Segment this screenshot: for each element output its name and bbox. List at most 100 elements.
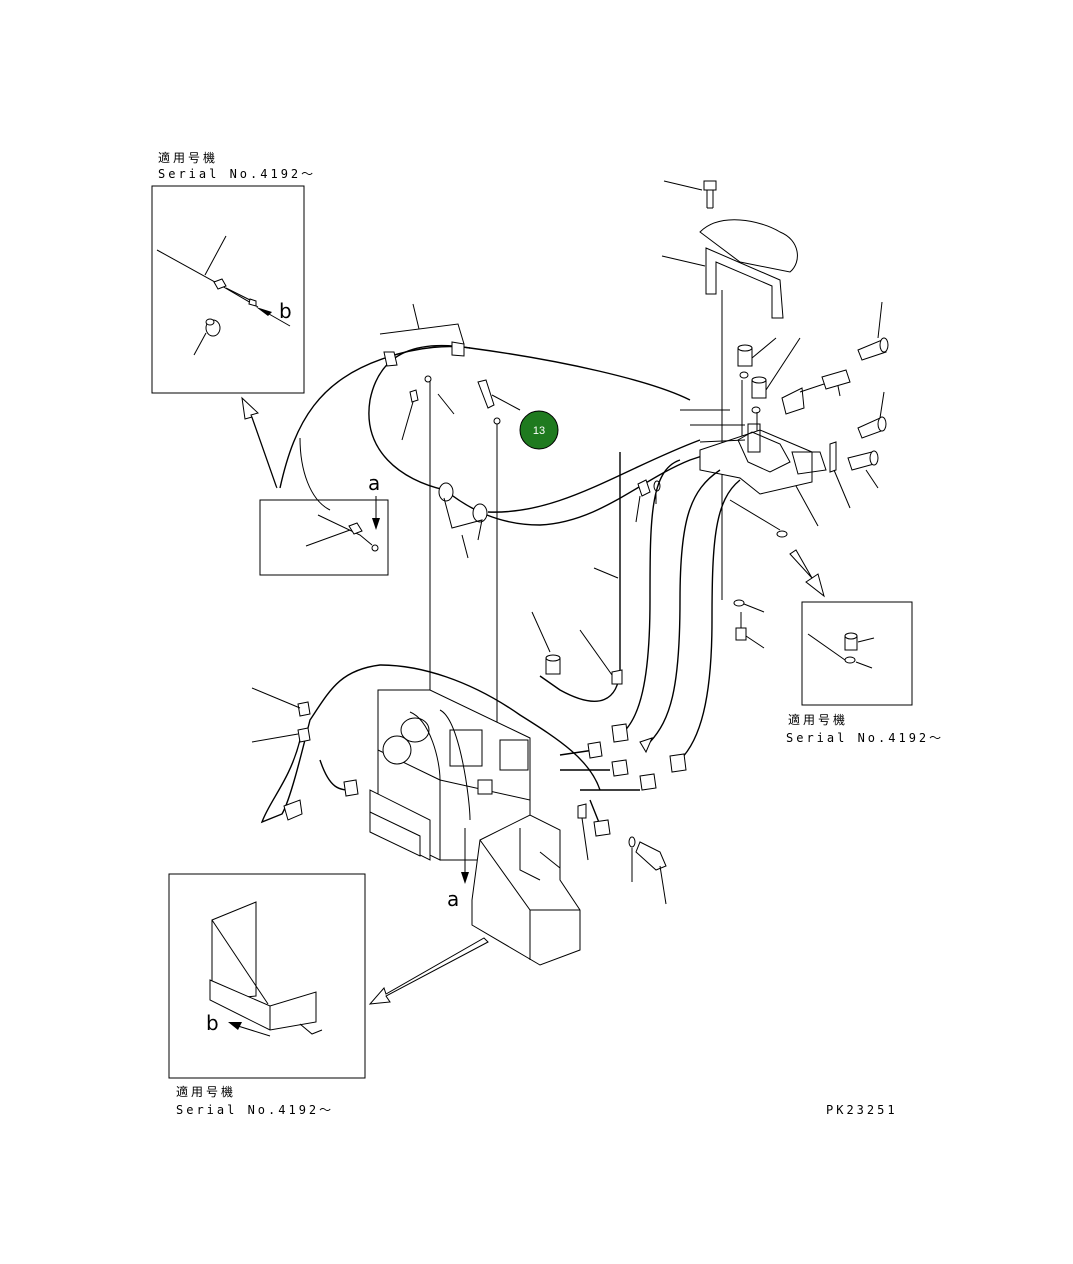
clamp xyxy=(348,522,363,535)
relay xyxy=(400,717,430,743)
leader-line xyxy=(581,817,589,861)
inset-frame xyxy=(168,873,366,1079)
leader-line xyxy=(251,687,301,709)
harness-wire xyxy=(368,344,471,491)
switch-post xyxy=(747,423,761,453)
leader-line xyxy=(833,469,851,509)
arrow-shaft xyxy=(237,1025,271,1037)
leader-line xyxy=(531,611,551,653)
mid-harness xyxy=(531,452,741,773)
duct-base xyxy=(209,979,317,1031)
rod xyxy=(807,633,846,661)
bolt-head xyxy=(877,416,887,432)
connector-tip xyxy=(639,737,653,754)
arrow-head-icon xyxy=(372,518,380,530)
bolt xyxy=(635,841,667,871)
bracket-assembly xyxy=(635,180,889,649)
leader-line xyxy=(837,385,841,397)
clip xyxy=(297,701,311,717)
base-plate xyxy=(699,429,813,495)
washer xyxy=(733,599,745,607)
connector xyxy=(669,753,687,773)
internal-wire xyxy=(439,709,471,821)
inset-top-left-serial: Serial No.4192～ xyxy=(158,167,316,181)
leader-line xyxy=(461,534,469,559)
clip-ring xyxy=(438,482,454,502)
leader-line xyxy=(193,332,207,356)
inset-a: a xyxy=(259,471,389,576)
part-badge[interactable]: 13 xyxy=(519,410,559,450)
angle-bracket xyxy=(705,247,784,319)
duct-bracket xyxy=(519,828,561,881)
harness-wire xyxy=(487,439,701,513)
spacer-top xyxy=(751,376,767,384)
harness-wire xyxy=(679,479,741,761)
connector xyxy=(593,819,611,837)
bracket-small xyxy=(829,441,837,473)
harness-wire xyxy=(619,459,681,736)
washer xyxy=(739,371,749,379)
clip xyxy=(577,803,587,819)
inset-top-left-title: 適用号機 xyxy=(158,150,218,165)
spacer-top xyxy=(737,344,753,352)
inset-frame xyxy=(151,185,305,394)
leader-line xyxy=(743,603,765,613)
leader-line xyxy=(251,733,299,743)
letter-b: b xyxy=(279,299,292,323)
harness-wire xyxy=(559,749,640,826)
clip xyxy=(297,727,311,743)
cover-plate xyxy=(699,219,798,273)
leader-line xyxy=(751,337,777,359)
part-badge-number[interactable]: 13 xyxy=(533,425,545,437)
leader-line xyxy=(437,393,455,415)
rod xyxy=(729,499,781,531)
harness-wire xyxy=(260,664,601,824)
harness-wire xyxy=(299,437,331,511)
hollow-arrow-down xyxy=(789,549,825,598)
leader-line xyxy=(879,391,885,419)
bolt-head xyxy=(869,450,879,466)
connector xyxy=(611,759,629,777)
letter-b-bottom: b xyxy=(206,1011,219,1035)
bolt-shank xyxy=(706,190,714,209)
arrow-head-icon xyxy=(256,307,272,316)
relay xyxy=(382,735,412,765)
switch-body xyxy=(737,431,791,473)
bolt xyxy=(821,369,851,390)
bolt-head xyxy=(703,180,717,191)
leader-line xyxy=(412,303,420,330)
inset-right: 適用号機 Serial No.4192～ xyxy=(786,601,941,745)
spacer-top xyxy=(205,318,215,326)
arrow-head-icon xyxy=(228,1022,242,1030)
clip xyxy=(383,351,398,367)
bolt-head xyxy=(879,337,889,353)
lower-bolt xyxy=(628,836,667,905)
stud-line xyxy=(401,401,414,441)
harness-wire xyxy=(649,469,721,743)
inset-top-left: 適用号機 Serial No.4192～ b xyxy=(151,150,316,394)
leader-line xyxy=(877,301,883,339)
bolt-head xyxy=(424,375,432,383)
washer xyxy=(776,530,788,538)
part-badge-circle[interactable] xyxy=(519,410,559,450)
leader-line xyxy=(204,235,227,276)
controller-box: a xyxy=(369,689,581,966)
hollow-arrow-up xyxy=(241,396,278,489)
leader-line xyxy=(491,394,521,411)
cable xyxy=(156,249,259,308)
connector xyxy=(477,779,493,795)
nut xyxy=(637,479,651,497)
connector xyxy=(587,741,603,759)
letter-a: a xyxy=(368,471,380,495)
washer xyxy=(751,406,761,414)
leader-line xyxy=(663,180,703,191)
rod xyxy=(690,424,746,443)
bolt-line xyxy=(740,612,765,649)
leader-line xyxy=(855,661,873,669)
bolt-head xyxy=(493,417,501,425)
clip xyxy=(611,669,623,685)
relay-block xyxy=(449,729,483,767)
inset-bottom-left-serial: Serial No.4192～ xyxy=(176,1103,334,1117)
bolt-head xyxy=(735,627,747,641)
